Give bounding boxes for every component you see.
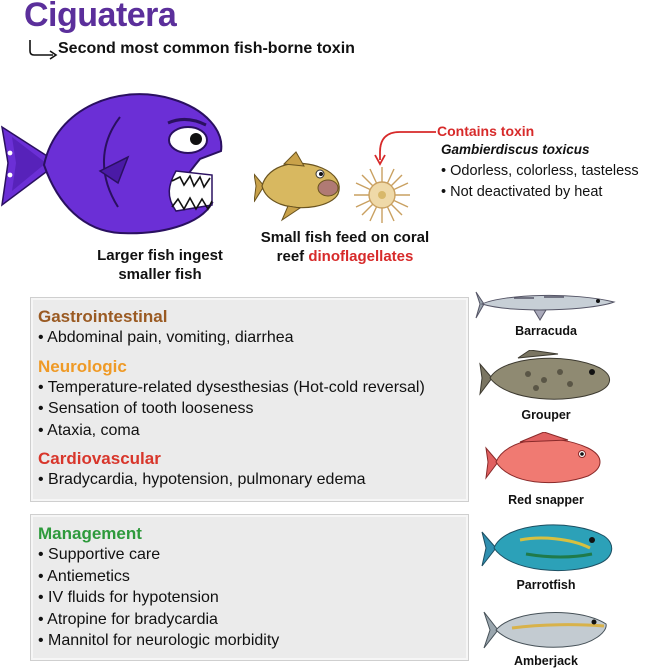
fish-label-barracuda: Barracuda bbox=[515, 324, 577, 338]
fish-label-amberjack: Amberjack bbox=[514, 654, 578, 668]
caption-line: smaller fish bbox=[118, 266, 202, 283]
small-fish-caption: Small fish feed on coral reef dinoflagel… bbox=[250, 228, 440, 266]
toxin-property-text: Not deactivated by heat bbox=[450, 184, 603, 200]
grouper-illustration bbox=[479, 350, 610, 400]
list-item-text: Mannitol for neurologic morbidity bbox=[48, 632, 280, 649]
neurologic-list: • Temperature-related dysesthesias (Hot-… bbox=[38, 377, 425, 442]
small-fish-illustration bbox=[254, 151, 340, 222]
gastrointestinal-list: • Abdominal pain, vomiting, diarrhea bbox=[38, 327, 425, 349]
list-item-text: Temperature-related dysesthesias (Hot-co… bbox=[47, 378, 425, 396]
list-item: • Ataxia, coma bbox=[38, 421, 140, 439]
management-box: Management • Supportive care • Antiemeti… bbox=[30, 514, 469, 661]
toxin-property: • Odorless, colorless, tasteless bbox=[441, 163, 639, 179]
caption-line: Small fish feed on coral bbox=[260, 229, 430, 246]
list-item-text: Abdominal pain, vomiting, diarrhea bbox=[47, 329, 294, 346]
toxin-property: • Not deactivated by heat bbox=[441, 184, 603, 200]
cardiovascular-list: • Bradycardia, hypotension, pulmonary ed… bbox=[38, 469, 425, 491]
caption-text: reef bbox=[276, 248, 309, 265]
gastrointestinal-heading: Gastrointestinal bbox=[38, 307, 168, 326]
cardiovascular-heading: Cardiovascular bbox=[38, 449, 161, 468]
list-item: • Temperature-related dysesthesias (Hot-… bbox=[38, 378, 425, 396]
list-item: • Bradycardia, hypotension, pulmonary ed… bbox=[38, 471, 366, 488]
dinoflagellates-highlight: dinoflagellates bbox=[308, 248, 414, 265]
list-item: • Mannitol for neurologic morbidity bbox=[38, 632, 280, 649]
caption-line: reef dinoflagellates bbox=[250, 247, 440, 266]
barracuda-illustration bbox=[475, 291, 616, 321]
list-item-text: Sensation of tooth looseness bbox=[48, 400, 254, 417]
fish-label-grouper: Grouper bbox=[521, 408, 571, 422]
toxin-organism: Gambierdiscus toxicus bbox=[441, 142, 590, 157]
management-list: • Supportive care • Antiemetics • IV flu… bbox=[38, 544, 279, 652]
symptoms-box: Gastrointestinal • Abdominal pain, vomit… bbox=[30, 297, 469, 502]
dinoflagellate-icon bbox=[354, 167, 410, 223]
larger-fish-caption: Larger fish ingest smaller fish bbox=[80, 246, 240, 284]
list-item: • Supportive care bbox=[38, 546, 161, 563]
toxin-label: Contains toxin bbox=[437, 123, 535, 139]
caption-line: Larger fish ingest bbox=[97, 247, 223, 264]
fish-label-parrotfish: Parrotfish bbox=[516, 578, 576, 592]
red-arrow-icon bbox=[374, 131, 436, 166]
neurologic-heading: Neurologic bbox=[38, 356, 127, 376]
list-item-text: Supportive care bbox=[48, 546, 161, 563]
list-item: • Atropine for bradycardia bbox=[38, 610, 218, 628]
list-item-text: Atropine for bradycardia bbox=[47, 610, 218, 628]
amberjack-illustration bbox=[483, 611, 607, 649]
toxin-property-text: Odorless, colorless, tasteless bbox=[450, 163, 639, 179]
subtitle: Second most common fish-borne toxin bbox=[58, 40, 355, 57]
list-item-text: IV fluids for hypotension bbox=[48, 589, 219, 606]
list-item: • Antiemetics bbox=[38, 567, 130, 585]
toxin-properties: • Odorless, colorless, tasteless • Not d… bbox=[441, 161, 639, 203]
list-item-text: Bradycardia, hypotension, pulmonary edem… bbox=[48, 471, 366, 488]
list-item-text: Antiemetics bbox=[47, 567, 130, 585]
management-heading: Management bbox=[38, 524, 142, 543]
list-item: • Abdominal pain, vomiting, diarrhea bbox=[38, 329, 294, 346]
list-item: • Sensation of tooth looseness bbox=[38, 400, 254, 417]
curved-arrow-icon bbox=[29, 40, 58, 60]
parrotfish-illustration bbox=[481, 524, 613, 572]
page-title: Ciguatera bbox=[24, 0, 177, 34]
list-item: • IV fluids for hypotension bbox=[38, 589, 219, 606]
fish-label-red-snapper: Red snapper bbox=[508, 493, 584, 507]
big-fish-illustration bbox=[0, 93, 223, 235]
red-snapper-illustration bbox=[485, 432, 601, 484]
list-item-text: Ataxia, coma bbox=[47, 421, 140, 439]
